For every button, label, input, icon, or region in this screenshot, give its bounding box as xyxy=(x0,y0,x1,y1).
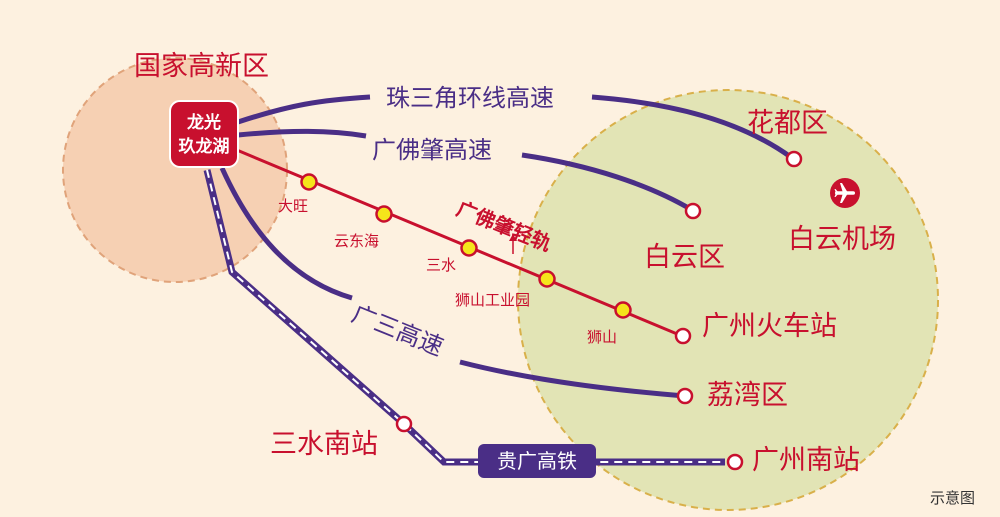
guangfozhao-expressway-line-east xyxy=(521,152,694,213)
station-yundonghai-dot xyxy=(375,205,393,223)
station-label-shishan-industrial: 狮山工业园 xyxy=(455,291,530,309)
station-shishan-dot xyxy=(614,301,632,319)
guangsan-expressway-line xyxy=(219,166,353,301)
station-sanshui-dot xyxy=(460,239,478,257)
huadu-endpoint xyxy=(785,150,803,168)
guangfozhao-expressway-label: 广佛肇高速 xyxy=(372,136,492,164)
station-label-sanshui: 三水 xyxy=(426,256,456,274)
sanshui-south-endpoint xyxy=(395,415,413,433)
guangfozhao-expressway-line xyxy=(237,128,367,139)
station-dawang-dot xyxy=(300,173,318,191)
guangsan-expressway-label: 广三高速 xyxy=(348,300,447,362)
airplane-icon xyxy=(830,178,860,208)
station-label-shishan: 狮山 xyxy=(587,328,617,346)
high-tech-zone-circle xyxy=(62,57,288,283)
station-label-yundonghai: 云东海 xyxy=(334,232,379,250)
pearl-ring-expressway-line-east xyxy=(591,94,794,161)
origin-badge xyxy=(169,100,239,168)
huadu-label: 花都区 xyxy=(747,108,828,139)
hsr-label: 贵广高铁 xyxy=(497,449,577,473)
origin-line2: 玖龙湖 xyxy=(179,136,230,157)
high-tech-zone-label: 国家高新区 xyxy=(134,51,269,82)
gz-south-endpoint xyxy=(726,453,744,471)
gz-station-label: 广州火车站 xyxy=(702,311,837,342)
origin-line1: 龙光 xyxy=(186,112,221,133)
baiyun-label: 白云区 xyxy=(644,242,725,273)
airport-label: 白云机场 xyxy=(788,224,896,255)
pearl-ring-expressway-label: 珠三角环线高速 xyxy=(386,84,554,112)
liwan-endpoint xyxy=(676,387,694,405)
liwan-label: 荔湾区 xyxy=(707,380,788,411)
hsr-label-badge xyxy=(478,444,596,478)
gz-station-endpoint xyxy=(674,327,692,345)
pearl-ring-expressway-line xyxy=(237,94,371,125)
baiyun-endpoint xyxy=(684,202,702,220)
station-shishan-industrial-dot xyxy=(538,270,556,288)
sanshui-south-label: 三水南站 xyxy=(270,429,378,460)
station-label-dawang: 大旺 xyxy=(278,197,308,215)
gz-south-label: 广州南站 xyxy=(752,445,860,476)
schematic-note: 示意图 xyxy=(930,489,975,507)
arrow-up-icon xyxy=(509,234,517,254)
guangsan-expressway-line-east xyxy=(459,359,686,399)
